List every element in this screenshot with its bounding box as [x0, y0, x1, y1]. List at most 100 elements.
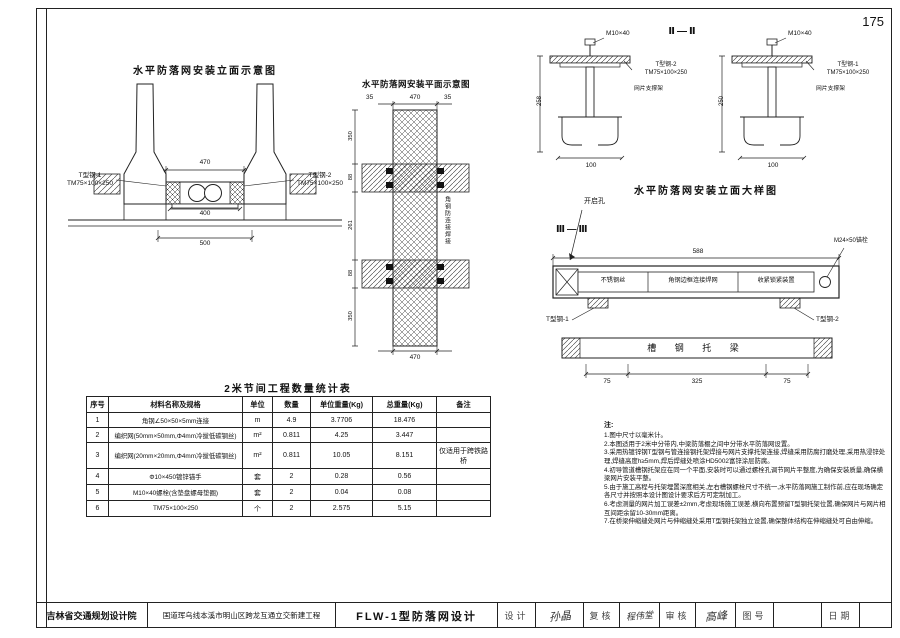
dim-plan-top: 470	[409, 94, 421, 101]
dim-plan-left-3: 261	[348, 220, 354, 230]
net-end-hatch-left	[165, 181, 181, 205]
table-cell: 18.476	[372, 412, 437, 428]
dim-plan-bottom: 470	[409, 354, 421, 361]
table-cell	[436, 484, 491, 501]
section-details: Ⅱ—Ⅱ M10×40 M10×40	[528, 26, 884, 180]
quantity-table-block: 2米节间工程数量统计表 序号材料名称及规格单位数量单位重量(Kg)总重量(Kg)…	[86, 380, 491, 550]
t-stem-left	[585, 66, 595, 118]
adjacent-structure-hatch-left	[93, 173, 121, 195]
right-girder	[243, 83, 287, 205]
table-cell: 5.15	[372, 500, 437, 517]
band-cell-center: 角钢边框连接焊网	[668, 277, 718, 284]
dim-plan-side-left: 35	[366, 94, 374, 101]
review-signature-text: 高峰	[704, 609, 728, 624]
section-mark: Ⅱ—Ⅱ	[668, 26, 698, 37]
table-cell: 2	[272, 468, 311, 485]
project-name: 国道珲乌线本溪市明山区跨龙互通立交新建工程	[148, 603, 336, 628]
quantity-table-header-row: 序号材料名称及规格单位数量单位重量(Kg)总重量(Kg)备注	[86, 396, 491, 413]
table-cell: 0.08	[372, 484, 437, 501]
check-signature-text: 程伟堂	[625, 609, 654, 623]
table-cell: Φ10×450镀锌锚手	[108, 468, 243, 485]
table-cell: m²	[242, 442, 273, 469]
net-end-hatch-right	[229, 181, 245, 205]
net-band	[577, 271, 815, 293]
review-label: 审核	[660, 603, 696, 628]
notes-label: 注:	[604, 422, 614, 429]
table-cell	[436, 500, 491, 517]
dim-net-width: 470	[199, 159, 211, 166]
bolt-plate	[437, 182, 444, 188]
band-cell-right: 收紧锁紧装置	[757, 277, 795, 284]
dim-plan-left-1: 350	[348, 131, 354, 141]
design-signature-text: 孙晶	[548, 609, 572, 624]
detail-t1-callout: T型钢-1	[546, 316, 569, 323]
dim-overall-width: 500	[199, 240, 211, 247]
bolt-callout-left: M10×40	[606, 30, 630, 37]
title-block: 吉林省交通规划设计院 国道珲乌线本溪市明山区跨龙互通立交新建工程 FLW-1型防…	[36, 602, 892, 628]
t-steel-2-callout: T型钢-2 TM75×100×250	[634, 62, 698, 77]
design-signature: 孙晶	[536, 603, 584, 628]
table-cell: 0.04	[310, 484, 373, 501]
leader-t1	[115, 179, 167, 187]
table-header-cell: 单位	[242, 396, 273, 413]
table-cell: 2	[272, 484, 311, 501]
table-cell: m²	[242, 427, 273, 443]
detail-drawing	[550, 209, 845, 378]
review-signature: 高峰	[696, 603, 736, 628]
net-strip-plan	[392, 109, 438, 347]
t-steel-1-callout: T型钢-1 TM75×100×250	[816, 62, 880, 77]
plan-title: 水平防落网安装平面示意图	[361, 79, 470, 89]
bolt-plate	[386, 264, 393, 270]
note-item: 6.考虑测量的网片加工误差±2mm,考虑现场施工误差,横向布置预留T型钢托架位置…	[604, 501, 886, 517]
table-cell: 8.151	[372, 442, 437, 469]
dim-width-left: 100	[585, 162, 597, 169]
dim-plan-left-4: 88	[348, 269, 354, 277]
page-number: 175	[862, 14, 884, 29]
dim-inner-width: 400	[199, 210, 211, 217]
detail-t2-callout: T型钢-2	[816, 316, 839, 323]
table-cell: 个	[242, 500, 273, 517]
bolt-plate	[386, 278, 393, 284]
notes-block: 注: 1.图中尺寸以毫米计。2.本图适用于2米中分带内,中梁防落棚之间中分带水平…	[604, 420, 888, 596]
t-steel-1-name: T型钢-1	[78, 172, 102, 179]
dim-detail-center: 325	[691, 378, 703, 385]
t-steel-1-spec: TM75×100×250	[67, 180, 113, 188]
table-cell: 编织网(50mm×50mm,Φ4mm冷拔低碳钢丝)	[108, 427, 243, 443]
table-cell: 3.447	[372, 427, 437, 443]
t-steel-2-name: T型钢-2	[655, 62, 677, 68]
t-steel-2-spec: TM75×100×250	[644, 69, 688, 76]
check-label: 复核	[584, 603, 620, 628]
detail-title: 水平防落网安装立面大样图	[634, 186, 778, 197]
elevation-view: 水平防落网安装立面示意图	[60, 58, 350, 306]
support-callout-left: 网片支撑架	[634, 86, 663, 92]
support-callout-right: 网片支撑架	[816, 86, 845, 92]
anchor-hole	[819, 276, 831, 288]
table-cell: 0.811	[272, 427, 311, 443]
table-cell: 3	[86, 442, 109, 469]
table-header-cell: 材料名称及规格	[108, 396, 243, 413]
table-header-cell: 备注	[436, 396, 491, 413]
note-item: 2.本图适用于2米中分带内,中梁防落棚之间中分带水平防落网设置。	[604, 440, 794, 448]
table-cell: 仅适用于跨铁路桥	[436, 442, 491, 469]
bolt-plate	[437, 278, 444, 284]
table-cell: 套	[242, 484, 273, 501]
section-drawing	[537, 37, 815, 161]
large-detail-view: 水平防落网安装立面大样图 Ⅲ—Ⅲ 开启孔	[528, 180, 884, 396]
table-cell: 4.25	[310, 427, 373, 443]
table-cell: 10.05	[310, 442, 373, 469]
table-cell: 0.28	[310, 468, 373, 485]
t-steel-1-callout: T型钢-1 TM75×100×250	[60, 172, 120, 188]
support-stub-left	[587, 297, 609, 309]
dim-detail-top: 588	[692, 248, 704, 255]
table-cell: 套	[242, 468, 273, 485]
plan-drawing	[352, 101, 470, 355]
table-header-cell: 序号	[86, 396, 109, 413]
open-hole-callout: 开启孔	[584, 198, 605, 205]
figure-number-label: 图号	[736, 603, 774, 628]
table-cell: 2.575	[310, 500, 373, 517]
design-label: 设计	[498, 603, 536, 628]
